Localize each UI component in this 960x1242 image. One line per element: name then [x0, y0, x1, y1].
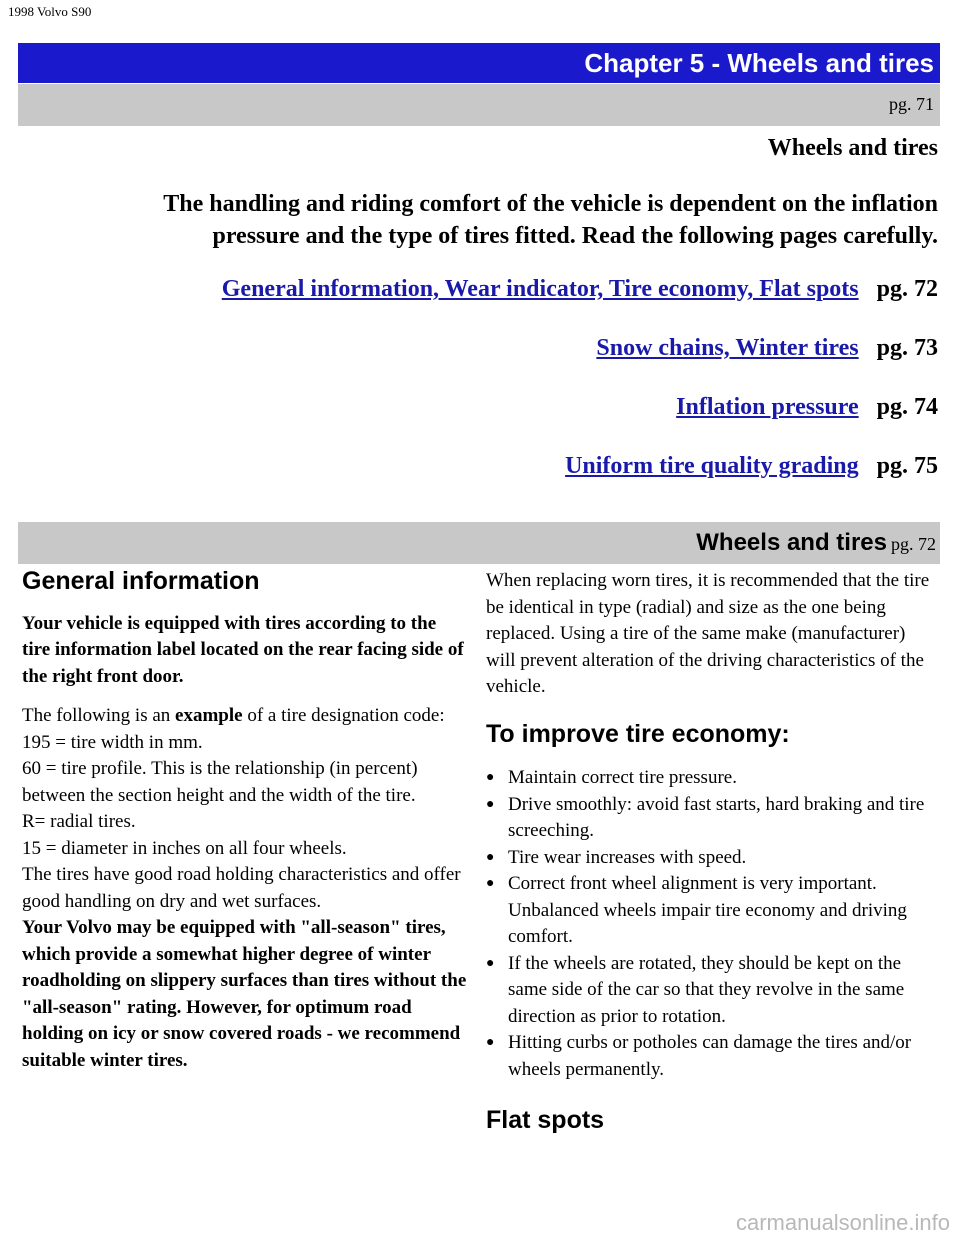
toc-page: pg. 74: [876, 394, 938, 420]
document-title: 1998 Volvo S90: [8, 4, 92, 19]
list-item-text: Maintain correct tire pressure.: [508, 767, 737, 788]
intro-paragraph: The handling and riding comfort of the v…: [98, 188, 938, 252]
right-column: When replacing worn tires, it is recomme…: [486, 568, 936, 1134]
replacement-paragraph: When replacing worn tires, it is recomme…: [486, 570, 930, 697]
intro-line-2: pressure and the type of tires fitted. R…: [212, 223, 938, 249]
general-information-heading: General information: [22, 567, 260, 595]
example-intro: The following is an example of a tire de…: [22, 703, 467, 730]
toc-link-general-information[interactable]: General information, Wear indicator, Tir…: [221, 276, 859, 302]
designation-line: 15 = diameter in inches on all four whee…: [22, 837, 347, 859]
toc-page: pg. 75: [876, 453, 938, 479]
toc-page: pg. 72: [876, 276, 938, 302]
toc-page: pg. 73: [876, 335, 938, 361]
bullet-icon: ●: [486, 955, 495, 971]
toc-row: Inflation pressure pg. 74: [676, 394, 938, 421]
bullet-icon: ●: [486, 876, 495, 891]
designation-line: R= radial tires.: [22, 811, 136, 832]
subsection-page: pg. 72: [891, 534, 936, 554]
bullet-icon: ●: [486, 1035, 495, 1050]
toc-row: Snow chains, Winter tires pg. 73: [596, 335, 938, 362]
left-column: General information Your vehicle is equi…: [22, 568, 467, 1074]
example-bold: example: [175, 705, 243, 726]
list-item-text: Tire wear increases with speed.: [508, 846, 747, 868]
toc-row: General information, Wear indicator, Tir…: [222, 276, 938, 303]
designation-line: 195 = tire width in mm.: [22, 731, 203, 753]
example-suffix: of a tire designation code:: [242, 705, 445, 726]
toc-link-snow-chains[interactable]: Snow chains, Winter tires: [596, 335, 859, 361]
chapter-title-bar: Chapter 5 - Wheels and tires: [18, 43, 940, 83]
bullet-icon: ●: [486, 796, 495, 812]
list-item-text: Drive smoothly: avoid fast starts, hard …: [508, 793, 925, 842]
tire-label-note: Your vehicle is equipped with tires acco…: [22, 612, 464, 687]
tire-economy-heading: To improve tire economy:: [486, 719, 790, 748]
all-season-note: Your Volvo may be equipped with "all-sea…: [22, 917, 467, 1071]
tire-economy-list: ● Maintain correct tire pressure. ● Drive …: [486, 765, 936, 1083]
designation-line: 60 = tire profile. This is the relations…: [22, 758, 418, 806]
subsection-title: Wheels and tires: [696, 529, 887, 556]
flat-spots-heading: Flat spots: [486, 1106, 605, 1134]
list-item-text: If the wheels are rotated, they should b…: [508, 952, 905, 1027]
bullet-icon: ●: [486, 770, 495, 785]
bullet-icon: ●: [486, 849, 495, 865]
list-item-text: Correct front wheel alignment is very im…: [508, 873, 907, 947]
watermark: carmanualsonline.info: [735, 1210, 950, 1235]
list-item-text: Hitting curbs or potholes can damage the…: [508, 1032, 912, 1080]
intro-line-1: The handling and riding comfort of the v…: [163, 191, 938, 217]
list-item: ● If the wheels are rotated, they should …: [486, 951, 936, 1031]
example-prefix: The following is an: [22, 705, 176, 726]
list-item: ● Drive smoothly: avoid fast starts, hard…: [486, 792, 936, 845]
list-item: ● Hitting curbs or potholes can damage th…: [486, 1030, 936, 1083]
toc-link-inflation-pressure[interactable]: Inflation pressure: [676, 394, 859, 420]
list-item: ● Maintain correct tire pressure.: [486, 765, 936, 792]
designation-line: The tires have good road holding charact…: [22, 864, 461, 912]
section-heading: Wheels and tires: [767, 135, 938, 161]
list-item: ● Correct front wheel alignment is very i…: [486, 871, 936, 951]
list-item: ● Tire wear increases with speed.: [486, 845, 936, 872]
toc-link-tire-quality-grading[interactable]: Uniform tire quality grading: [565, 453, 859, 479]
page-number-bar: pg. 71: [18, 84, 940, 126]
toc-row: Uniform tire quality grading pg. 75: [565, 453, 938, 480]
